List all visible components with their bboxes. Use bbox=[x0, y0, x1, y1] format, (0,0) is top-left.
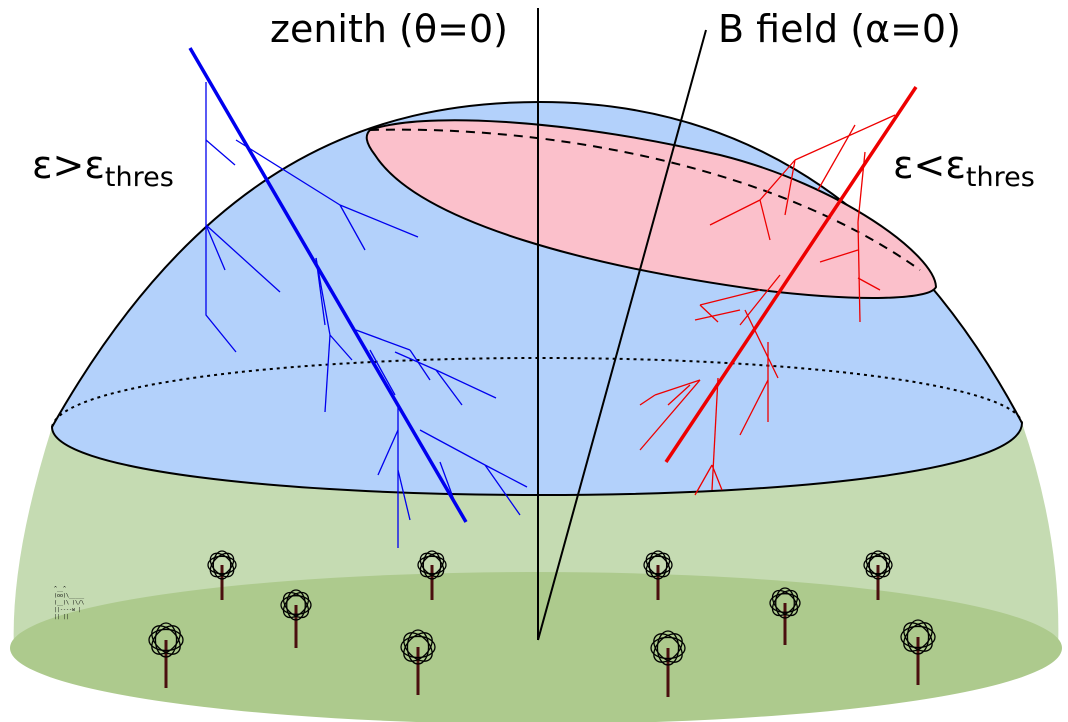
ascii-cow-line: || || bbox=[54, 614, 69, 620]
shower-right bbox=[639, 86, 918, 496]
b-field-label: B field (α=0) bbox=[718, 7, 961, 51]
detector-icon bbox=[400, 629, 436, 695]
detector-icon bbox=[900, 619, 936, 685]
ground-disk bbox=[10, 572, 1062, 722]
energy-below-threshold-label: ε<εthres bbox=[893, 143, 1035, 193]
exclusion-region bbox=[365, 119, 938, 299]
ascii-cow-line: ||----w | bbox=[54, 607, 81, 613]
zenith-label: zenith (θ=0) bbox=[270, 7, 508, 51]
detector-icon bbox=[417, 550, 447, 600]
b-field-axis bbox=[537, 29, 707, 641]
detector-icon bbox=[769, 587, 801, 645]
detector-icon bbox=[148, 622, 184, 688]
detector-array bbox=[148, 550, 936, 697]
detector-icon bbox=[643, 550, 673, 600]
ascii-cow-line: (__)\ )\/\ bbox=[54, 600, 84, 606]
detector-icon bbox=[650, 630, 686, 697]
horizon-back-dotted bbox=[51, 356, 1023, 428]
exclusion-region-far-edge bbox=[369, 128, 921, 271]
energy-above-threshold-label: ε>εthres bbox=[32, 143, 174, 193]
detector-icon bbox=[280, 589, 312, 648]
ascii-cow-icon: ^__^(oo)\_____(__)\ )\/\ ||----w | || || bbox=[54, 586, 85, 620]
shower-left bbox=[188, 47, 528, 548]
detector-icon bbox=[207, 550, 237, 600]
ascii-cow-line: (oo)\_____ bbox=[54, 593, 85, 599]
detector-icon bbox=[863, 550, 893, 600]
ascii-cow-line: ^__^ bbox=[54, 586, 66, 592]
